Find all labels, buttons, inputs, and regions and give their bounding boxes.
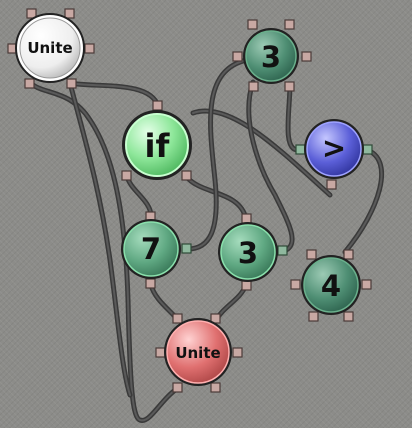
greater-than-node[interactable]: > (295, 119, 373, 190)
seven-label: 7 (141, 232, 161, 266)
if-node[interactable]: if (121, 100, 192, 181)
port-right[interactable] (277, 245, 288, 256)
wire-seven-to-three-top (183, 57, 250, 252)
port-bottom-left[interactable] (172, 382, 183, 393)
wire-gt-to-four (342, 147, 385, 255)
wire-if-to-three-mid (183, 173, 249, 222)
port-top-right[interactable] (343, 249, 354, 260)
port-right[interactable] (232, 347, 243, 358)
number-node-seven[interactable]: 7 (121, 211, 192, 289)
port-left[interactable] (232, 51, 243, 62)
number-node-four[interactable]: 4 (290, 249, 372, 322)
port-bottom[interactable] (145, 278, 156, 289)
unite-top-label: Unite (27, 39, 72, 57)
number-node-three-mid[interactable]: 3 (218, 213, 288, 291)
port-left[interactable] (295, 144, 306, 155)
unite-node-top[interactable]: Unite (7, 8, 95, 89)
three-top-label: 3 (261, 40, 281, 74)
port-left[interactable] (290, 279, 301, 290)
port-left[interactable] (155, 347, 166, 358)
port-top-right[interactable] (284, 19, 295, 30)
port-right[interactable] (84, 43, 95, 54)
if-label: if (145, 127, 171, 165)
port-right[interactable] (181, 243, 192, 254)
number-node-three-top[interactable]: 3 (232, 19, 312, 92)
port-bottom-right[interactable] (66, 78, 77, 89)
port-bottom-right[interactable] (343, 311, 354, 322)
three-mid-label: 3 (238, 236, 258, 270)
wire-if-to-seven (124, 173, 154, 218)
port-bottom-left[interactable] (248, 81, 259, 92)
port-bottom[interactable] (326, 179, 337, 190)
port-top-left[interactable] (306, 249, 317, 260)
unite-bottom-label: Unite (175, 344, 220, 362)
wire-unite-top-side (67, 80, 133, 398)
port-top-right[interactable] (64, 8, 75, 19)
port-top-left[interactable] (172, 313, 183, 324)
port-bottom-right[interactable] (284, 81, 295, 92)
port-top-left[interactable] (247, 19, 258, 30)
four-label: 4 (321, 269, 341, 303)
port-bottom-right[interactable] (181, 170, 192, 181)
wire-three-top-to-three-mid (246, 79, 295, 254)
port-bottom[interactable] (241, 280, 252, 291)
port-top[interactable] (241, 213, 252, 224)
port-right[interactable] (361, 279, 372, 290)
port-bottom-left[interactable] (121, 170, 132, 181)
port-top-left[interactable] (26, 8, 37, 19)
port-top[interactable] (152, 100, 163, 111)
port-bottom-right[interactable] (210, 382, 221, 393)
gt-label: > (322, 131, 346, 165)
wire-if-to-gt (190, 108, 333, 198)
wire-unite-top-to-if (67, 80, 161, 109)
port-right[interactable] (301, 51, 312, 62)
unite-node-bottom[interactable]: Unite (155, 313, 243, 393)
wire-three-top-to-gt (285, 81, 301, 153)
port-bottom-left[interactable] (24, 78, 35, 89)
port-right[interactable] (362, 144, 373, 155)
port-bottom-left[interactable] (308, 311, 319, 322)
